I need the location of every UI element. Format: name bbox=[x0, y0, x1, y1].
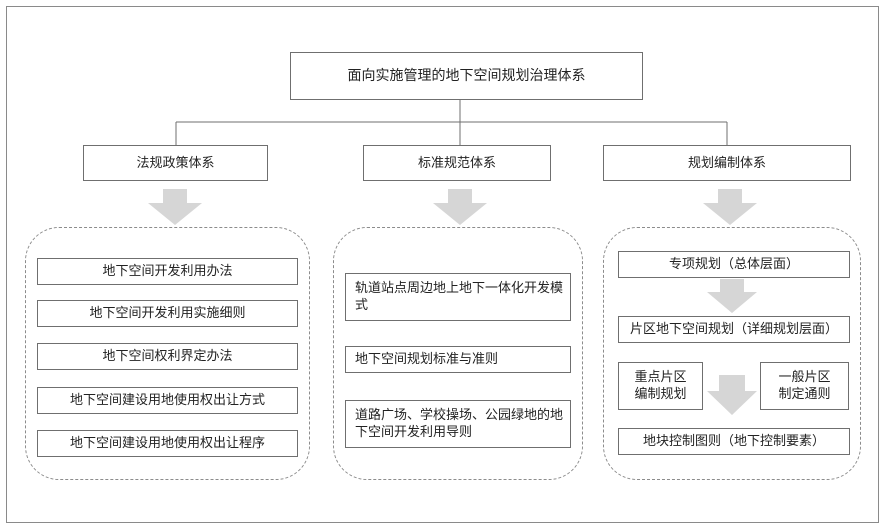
column-title: 法规政策体系 bbox=[136, 155, 215, 171]
list-item-label: 地下空间开发利用实施细则 bbox=[89, 306, 246, 321]
key-area-plan-box: 重点片区编制规划 bbox=[618, 362, 703, 410]
down-arrow-icon bbox=[148, 189, 202, 225]
list-item-label: 轨道站点周边地上地下一体化开发模式 bbox=[355, 281, 564, 313]
column-header-standards: 标准规范体系 bbox=[363, 145, 551, 181]
down-arrow-icon bbox=[703, 189, 757, 225]
list-item-label: 地下空间开发利用办法 bbox=[102, 264, 233, 279]
list-item-label: 地下空间规划标准与准则 bbox=[355, 352, 499, 367]
general-area-rules-box: 一般片区制定通则 bbox=[760, 362, 849, 410]
standards-group bbox=[333, 227, 583, 480]
root-label: 面向实施管理的地下空间规划治理体系 bbox=[347, 67, 586, 84]
list-item-label: 地下空间建设用地使用权出让方式 bbox=[69, 393, 265, 408]
list-item: 地下空间建设用地使用权出让方式 bbox=[37, 387, 298, 414]
list-item-label: 道路广场、学校操场、公园绿地的地下空间开发利用导则 bbox=[355, 408, 564, 440]
regulations-group bbox=[25, 227, 310, 480]
special-plan-box: 专项规划（总体层面） bbox=[618, 251, 850, 278]
district-plan-box: 片区地下空间规划（详细规划层面） bbox=[618, 316, 850, 343]
list-item-label: 地下空间建设用地使用权出让程序 bbox=[69, 436, 265, 451]
down-arrow-icon bbox=[707, 279, 757, 313]
column-header-regulations: 法规政策体系 bbox=[83, 145, 268, 181]
column-title: 标准规范体系 bbox=[417, 155, 496, 171]
list-item: 地下空间开发利用办法 bbox=[37, 258, 298, 285]
plot-control-box: 地块控制图则（地下控制要素） bbox=[618, 428, 850, 455]
list-item: 地下空间建设用地使用权出让程序 bbox=[37, 430, 298, 457]
list-item: 轨道站点周边地上地下一体化开发模式 bbox=[345, 273, 571, 321]
root-box: 面向实施管理的地下空间规划治理体系 bbox=[290, 52, 643, 100]
list-item: 地下空间开发利用实施细则 bbox=[37, 300, 298, 327]
down-arrow-icon bbox=[433, 189, 487, 225]
plot-control-label: 地块控制图则（地下控制要素） bbox=[642, 434, 825, 449]
list-item: 地下空间规划标准与准则 bbox=[345, 346, 571, 373]
down-arrow-icon bbox=[707, 375, 757, 415]
list-item: 地下空间权利界定办法 bbox=[37, 343, 298, 370]
list-item: 道路广场、学校操场、公园绿地的地下空间开发利用导则 bbox=[345, 400, 571, 448]
diagram-frame bbox=[6, 6, 879, 523]
district-plan-label: 片区地下空间规划（详细规划层面） bbox=[629, 322, 838, 337]
planning-group bbox=[603, 227, 861, 480]
column-title: 规划编制体系 bbox=[687, 155, 766, 171]
list-item-label: 地下空间权利界定办法 bbox=[102, 349, 233, 364]
key-area-plan-label: 重点片区编制规划 bbox=[634, 370, 687, 402]
special-plan-label: 专项规划（总体层面） bbox=[668, 257, 799, 272]
general-area-rules-label: 一般片区制定通则 bbox=[778, 370, 831, 402]
column-header-planning: 规划编制体系 bbox=[603, 145, 851, 181]
